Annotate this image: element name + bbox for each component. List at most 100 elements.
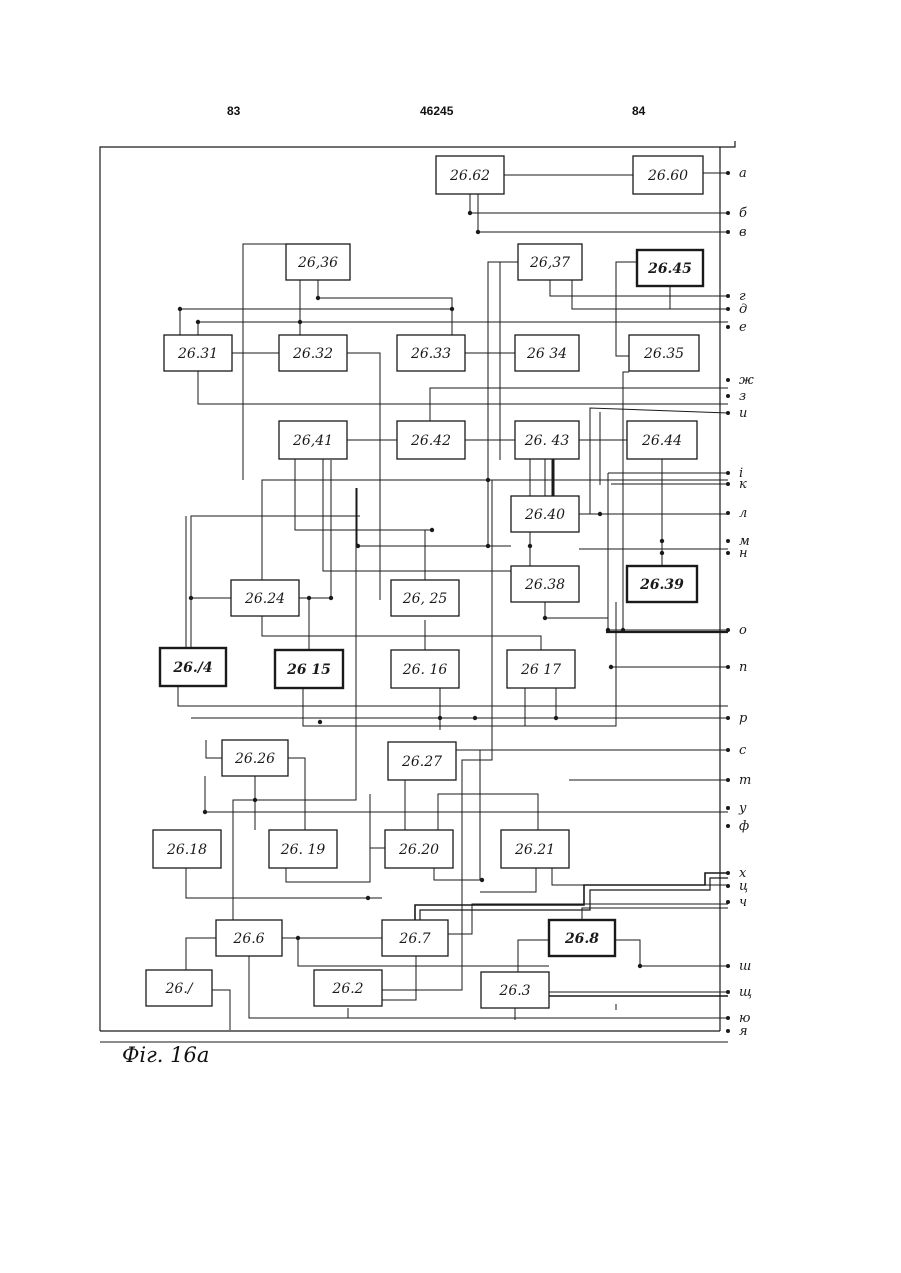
terminal-t_r: р [726, 711, 748, 726]
block-b25: 26, 25 [391, 580, 459, 616]
wire [178, 686, 728, 706]
terminal-t_s: с [726, 743, 747, 758]
junction-dot [554, 716, 558, 720]
wire [347, 353, 380, 600]
terminal-t_ch: ч [726, 895, 747, 910]
terminal-label: а [739, 166, 747, 181]
terminal-dot [726, 990, 730, 994]
wire [295, 459, 432, 530]
block-b40: 26.40 [511, 496, 579, 532]
terminal-label: о [739, 623, 747, 638]
wire [323, 459, 511, 571]
junction-dot [480, 878, 484, 882]
terminal-dot [726, 482, 730, 486]
wire [212, 990, 230, 1030]
terminals-group: абвгдежзиіклмнопрстуфхцчшщюя [726, 166, 754, 1039]
terminal-dot [726, 778, 730, 782]
block-label: 26./4 [172, 660, 212, 676]
junction-dot [598, 512, 602, 516]
junction-dot [430, 528, 434, 532]
junction-dot [660, 539, 664, 543]
terminal-dot [726, 551, 730, 555]
terminal-t_k: к [726, 477, 747, 492]
block-label: 26. 43 [524, 433, 570, 449]
terminal-t_u: у [726, 801, 747, 816]
terminal-label: п [739, 660, 747, 675]
terminal-label: б [739, 206, 747, 221]
block-b20: 26.20 [385, 830, 453, 868]
block-label: 26.27 [401, 754, 442, 770]
terminal-label: т [739, 773, 751, 788]
wire [545, 602, 608, 618]
block-b37: 26,37 [518, 244, 582, 280]
block-label: 26.32 [292, 346, 333, 362]
terminal-label: д [739, 302, 747, 317]
junction-dot [366, 896, 370, 900]
block-label: 26./ [165, 981, 194, 997]
terminal-label: ц [739, 879, 748, 894]
wire [206, 740, 222, 758]
block-b34: 26 34 [515, 335, 579, 371]
junction-dot [203, 810, 207, 814]
wire [186, 868, 382, 898]
terminal-dot [726, 964, 730, 968]
block-b18: 26.18 [153, 830, 221, 868]
junction-dot [486, 478, 490, 482]
block-label: 26.20 [398, 842, 439, 858]
terminal-t_shch: щ [726, 985, 752, 1000]
terminal-label: ш [739, 959, 751, 974]
block-b1: 26./ [146, 970, 212, 1006]
terminal-label: р [739, 711, 748, 726]
terminal-t_ya: я [726, 1024, 748, 1039]
junction-dot [307, 596, 311, 600]
wire [299, 460, 331, 598]
block-label: 26.6 [232, 931, 264, 947]
block-label: 26.45 [647, 261, 692, 277]
block-b44: 26.44 [627, 421, 697, 459]
terminal-dot [726, 411, 730, 415]
wire [382, 480, 728, 990]
block-label: 26.24 [244, 591, 285, 607]
terminal-label: з [739, 389, 746, 404]
terminal-label: л [739, 506, 747, 521]
terminal-t_o: о [726, 623, 747, 638]
junction-dot [468, 211, 472, 215]
terminal-dot [726, 294, 730, 298]
wire [615, 940, 728, 966]
junction-dot [621, 628, 625, 632]
block-b62: 26.62 [436, 156, 504, 194]
block-b60: 26.60 [633, 156, 703, 194]
block-b43: 26. 43 [515, 421, 579, 459]
block-label: 26 34 [526, 346, 567, 362]
terminal-t_n: н [726, 546, 748, 561]
block-label: 26.38 [524, 577, 565, 593]
wire [318, 280, 452, 335]
block-b16: 26. 16 [391, 650, 459, 688]
terminal-t_a: а [726, 166, 747, 181]
wire [186, 938, 216, 970]
block-b3: 26.3 [481, 972, 549, 1008]
block-b24: 26.24 [231, 580, 299, 616]
block-b35: 26.35 [629, 335, 699, 371]
block-label: 26.62 [449, 168, 490, 184]
terminal-dot [726, 824, 730, 828]
block-b32: 26.32 [279, 335, 347, 371]
terminal-t_t: т [726, 773, 751, 788]
block-b36: 26,36 [286, 244, 350, 280]
block-label: 26.60 [647, 168, 688, 184]
block-label: 26,37 [529, 255, 570, 271]
terminal-t_ts: ц [726, 879, 748, 894]
terminal-label: я [739, 1024, 748, 1039]
junction-dot [450, 307, 454, 311]
terminal-dot [726, 665, 730, 669]
junction-dot [606, 628, 610, 632]
block-label: 26.21 [514, 842, 555, 858]
block-label: 26.33 [410, 346, 451, 362]
block-label: 26.18 [166, 842, 207, 858]
terminal-label: щ [739, 985, 752, 1000]
block-b17: 26 17 [507, 650, 575, 688]
junction-dot [638, 964, 642, 968]
block-b7: 26.7 [382, 920, 448, 956]
terminal-dot [726, 325, 730, 329]
